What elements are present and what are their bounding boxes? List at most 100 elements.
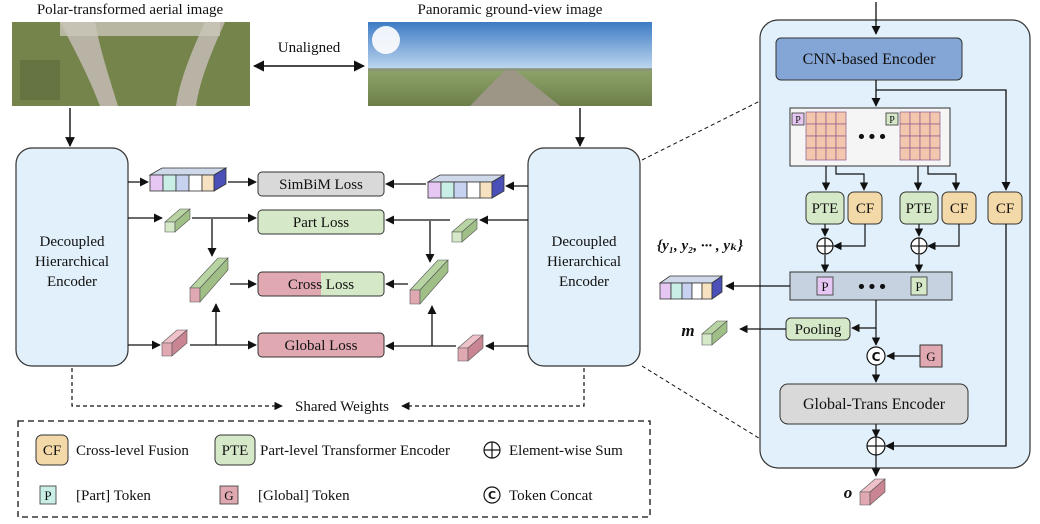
unaligned-label: Unaligned (278, 40, 341, 56)
legend-concat-text: Token Concat (509, 488, 593, 504)
ground-image (368, 22, 652, 106)
legend-p-swatch (39, 485, 57, 505)
pte-label-2: PTE (906, 201, 933, 217)
m-label: m (681, 321, 694, 340)
feature-map-cell (835, 123, 847, 137)
feature-map-cell (909, 111, 921, 125)
feature-map-cell (825, 123, 837, 137)
part-loss-label: Part Loss (293, 215, 349, 231)
g-token-label: G (926, 349, 935, 364)
aerial-caption: Polar-transformed aerial image (37, 2, 224, 18)
o-label: o (844, 483, 853, 502)
global-loss-box: Global Loss (257, 332, 385, 358)
feature-map-cell (929, 135, 941, 149)
legend-cf-tag: CF (43, 443, 61, 459)
feature-map-cell (815, 147, 827, 161)
left-token-strip (148, 167, 228, 192)
feature-map-cell (835, 111, 847, 125)
left-part-token (164, 208, 191, 233)
feature-map-cell (899, 135, 911, 149)
shared-weights-label: Shared Weights (295, 399, 389, 415)
feature-map-cell (899, 111, 911, 125)
concat-icon: C (866, 346, 886, 366)
cf-label-1: CF (856, 201, 874, 217)
pooling-label: Pooling (795, 322, 842, 338)
legend-pte-text: Part-level Transformer Encoder (260, 443, 450, 459)
right-encoder-line2: Hierarchical (547, 254, 621, 270)
feature-map-cell (815, 111, 827, 125)
legend-sum-icon (483, 441, 501, 459)
global-trans-label: Global-Trans Encoder (803, 396, 946, 413)
pte-label-1: PTE (812, 201, 839, 217)
feature-map-cell (909, 135, 921, 149)
feature-map-cell (909, 123, 921, 137)
feature-map-cell (919, 135, 931, 149)
legend-cf-swatch (35, 434, 69, 466)
legend-p-tag: P (44, 488, 51, 503)
part-loss-box: Part Loss (257, 209, 385, 235)
sum-icon-1 (816, 237, 834, 255)
left-encoder: Decoupled Hierarchical Encoder (15, 147, 129, 367)
global-trans-box (779, 383, 969, 425)
feature-map-cell (825, 111, 837, 125)
right-global-token (457, 334, 484, 362)
legend-pte-swatch (214, 434, 256, 466)
concat-c-label: C (872, 350, 881, 364)
left-cross-token (189, 257, 229, 303)
feature-map-cell (919, 123, 931, 137)
right-encoder: Decoupled Hierarchical Encoder (527, 147, 641, 367)
right-part-token (451, 218, 478, 243)
left-flow-arrows (128, 177, 257, 350)
left-encoder-line2: Hierarchical (35, 254, 109, 270)
cross-loss-box: Cross Loss (257, 271, 385, 297)
feature-map-cell (929, 111, 941, 125)
legend-g-swatch (219, 485, 239, 505)
feature-map-cell (909, 147, 921, 161)
right-encoder-line1: Decoupled (552, 234, 617, 250)
shared-weights-link: Shared Weights (71, 368, 585, 415)
legend-p-text: [Part] Token (76, 488, 151, 504)
cnn-encoder-box (775, 37, 963, 81)
token-row-p1: P (821, 279, 828, 294)
m-token (701, 320, 728, 346)
fm-left-p: P (795, 115, 801, 126)
feature-map-right (899, 111, 941, 161)
feature-map-cell (815, 123, 827, 137)
token-row-dots: ••• (856, 277, 888, 298)
global-loss-label: Global Loss (285, 338, 358, 354)
feature-map-left (805, 111, 847, 161)
cf-label-3: CF (996, 201, 1014, 217)
feature-map-cell (899, 123, 911, 137)
feature-map-cell (919, 147, 931, 161)
feature-map-cell (825, 147, 837, 161)
feature-map-cell (825, 135, 837, 149)
legend-pte-tag: PTE (222, 443, 249, 459)
simbim-loss-label: SimBiM Loss (279, 177, 363, 193)
right-token-strip (426, 174, 506, 199)
feature-map-cell (805, 111, 817, 125)
right-encoder-line3: Encoder (559, 274, 609, 290)
fm-dots: ••• (856, 127, 888, 148)
feature-map-cell (835, 147, 847, 161)
feature-map-cell (929, 147, 941, 161)
sum-icon-2 (910, 237, 928, 255)
legend-sum-text: Element-wise Sum (509, 443, 623, 459)
feature-map-cell (815, 135, 827, 149)
feature-map-cell (929, 123, 941, 137)
left-encoder-line1: Decoupled (40, 234, 105, 250)
cf-label-2: CF (950, 201, 968, 217)
token-row-p2: P (915, 279, 922, 294)
feature-map-cell (805, 123, 817, 137)
cf-box-3 (987, 191, 1023, 225)
sum-icon-3 (866, 436, 886, 456)
fm-right-p: P (889, 115, 895, 126)
o-token (859, 478, 886, 506)
feature-map-cell (919, 111, 931, 125)
feature-map-cell (899, 147, 911, 161)
legend-cf-text: Cross-level Fusion (76, 443, 189, 459)
aerial-image (12, 22, 250, 106)
left-encoder-line3: Encoder (47, 274, 97, 290)
detail-panel: CNN-based Encoder P P ••• PTE CF PTE CF … (657, 2, 1031, 506)
y-token-strip (658, 275, 724, 300)
legend-g-tag: G (224, 488, 233, 503)
